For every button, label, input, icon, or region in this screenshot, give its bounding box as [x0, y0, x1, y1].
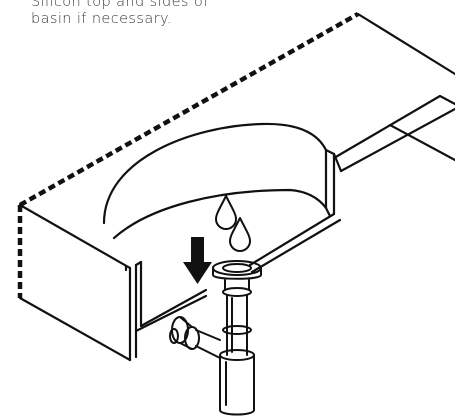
- countertop: [18, 12, 455, 362]
- down-arrow-icon: [183, 237, 212, 284]
- basin-bowl: [102, 122, 343, 333]
- instruction-caption: Silicon top and sides of basin if necess…: [31, 0, 291, 28]
- caption-line-2: basin if necessary.: [31, 11, 172, 27]
- drain-waste: [212, 260, 262, 297]
- bottle-trap: [169, 294, 255, 416]
- caption-line-1: Silicon top and sides of: [31, 0, 209, 10]
- silicone-seal-line: [17, 12, 360, 298]
- water-drop-icon: [215, 195, 251, 252]
